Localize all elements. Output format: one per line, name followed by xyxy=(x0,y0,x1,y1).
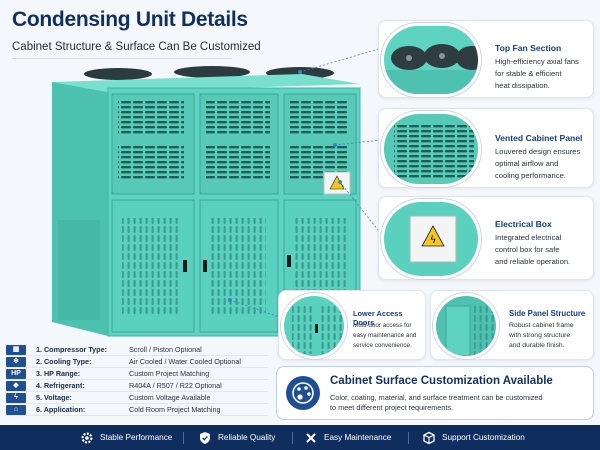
customization-title: Cabinet Surface Customization Available xyxy=(330,375,553,387)
callout-desc: Multi-door access for easy maintenance a… xyxy=(353,322,417,349)
shield-check-icon xyxy=(200,432,210,444)
callout-title: Side Panel Structure xyxy=(509,309,586,318)
door-handle-1 xyxy=(183,260,187,272)
spec-value: Custom Voltage Available xyxy=(129,393,211,402)
door-handle-3 xyxy=(287,255,291,267)
gear-icon xyxy=(81,432,93,444)
wrench-icon xyxy=(306,433,316,443)
side-panel-thumbnail xyxy=(433,293,499,359)
spec-value: Air Cooled / Water Cooled Optional xyxy=(129,357,241,366)
spec-row: ⌂ 6. Application: Cold Room Project Matc… xyxy=(6,404,268,416)
top-fan-1 xyxy=(84,68,152,80)
spec-row: ❄ 2. Cooling Type: Air Cooled / Water Co… xyxy=(6,356,268,368)
application-icon: ⌂ xyxy=(6,405,26,415)
spec-row: ▦ 1. Compressor Type: Scroll / Piston Op… xyxy=(6,344,268,356)
callout-desc: Integrated electrical control box for sa… xyxy=(495,233,571,266)
svg-text:ϟ: ϟ xyxy=(430,235,437,246)
spec-value: R404A / R507 / R22 Optional xyxy=(129,381,222,390)
snowflake-icon: ❄ xyxy=(6,357,26,367)
lower-doors-thumbnail xyxy=(281,293,347,359)
callout-vented-panel: Vented Cabinet Panel Louvered design ens… xyxy=(378,108,594,188)
callout-title: Electrical Box xyxy=(495,219,552,229)
spec-label: 2. Cooling Type: xyxy=(36,357,92,366)
spec-row: ◆ 4. Refrigerant: R404A / R507 / R22 Opt… xyxy=(6,380,268,392)
subtitle-divider xyxy=(12,58,232,59)
callout-title: Vented Cabinet Panel xyxy=(495,133,583,143)
page-subtitle: Cabinet Structure & Surface Can Be Custo… xyxy=(12,41,261,53)
spec-table: ▦ 1. Compressor Type: Scroll / Piston Op… xyxy=(6,344,268,416)
callout-desc: Robust cabinet frame with strong structu… xyxy=(509,322,574,349)
customization-desc: Color, coating, material, and surface tr… xyxy=(330,393,543,412)
spec-value: Cold Room Project Matching xyxy=(129,405,221,414)
door-handle-2 xyxy=(203,260,207,272)
spec-label: 1. Compressor Type: xyxy=(36,345,107,354)
spec-label: 5. Voltage: xyxy=(36,393,72,402)
voltage-icon: ϟ xyxy=(6,393,26,403)
callout-electrical-box: ϟ Electrical Box Integrated electrical c… xyxy=(378,196,594,280)
customization-banner: Cabinet Surface Customization Available … xyxy=(276,366,594,420)
spec-label: 4. Refrigerant: xyxy=(36,381,85,390)
vented-panel-thumbnail xyxy=(381,111,481,187)
spec-row: HP 3. HP Range: Custom Project Matching xyxy=(6,368,268,380)
spec-label: 3. HP Range: xyxy=(36,369,81,378)
footer-separator xyxy=(183,432,184,444)
electrical-box-thumbnail: ϟ xyxy=(381,199,481,279)
spec-row: ϟ 5. Voltage: Custom Voltage Available xyxy=(6,392,268,404)
callout-top-fan: Top Fan Section High-efficiency axial fa… xyxy=(378,20,594,98)
callout-lower-doors: Lower Access Doors Multi-door access for… xyxy=(278,290,426,360)
footer-separator xyxy=(292,432,293,444)
top-fan-2 xyxy=(174,66,250,78)
footer-bar: Stable Performance Reliable Quality Easy… xyxy=(0,425,600,450)
footer-separator xyxy=(408,432,409,444)
cube-icon xyxy=(423,431,435,445)
callout-title: Top Fan Section xyxy=(495,43,562,53)
palette-icon xyxy=(286,376,320,410)
callout-title: Lower Access Doors xyxy=(353,309,403,327)
callout-side-panel: Side Panel Structure Robust cabinet fram… xyxy=(430,290,594,360)
hp-icon: HP xyxy=(6,369,26,379)
page-title: Condensing Unit Details xyxy=(12,8,248,31)
callout-desc: Louvered design ensures optimal airflow … xyxy=(495,147,581,180)
refrigerant-icon: ◆ xyxy=(6,381,26,391)
spec-value: Scroll / Piston Optional xyxy=(129,345,202,354)
callout-desc: High-efficiency axial fans for stable & … xyxy=(495,57,579,90)
spec-label: 6. Application: xyxy=(36,405,86,414)
compressor-icon: ▦ xyxy=(6,345,26,355)
spec-value: Custom Project Matching xyxy=(129,369,210,378)
top-fan-thumbnail xyxy=(381,23,481,97)
